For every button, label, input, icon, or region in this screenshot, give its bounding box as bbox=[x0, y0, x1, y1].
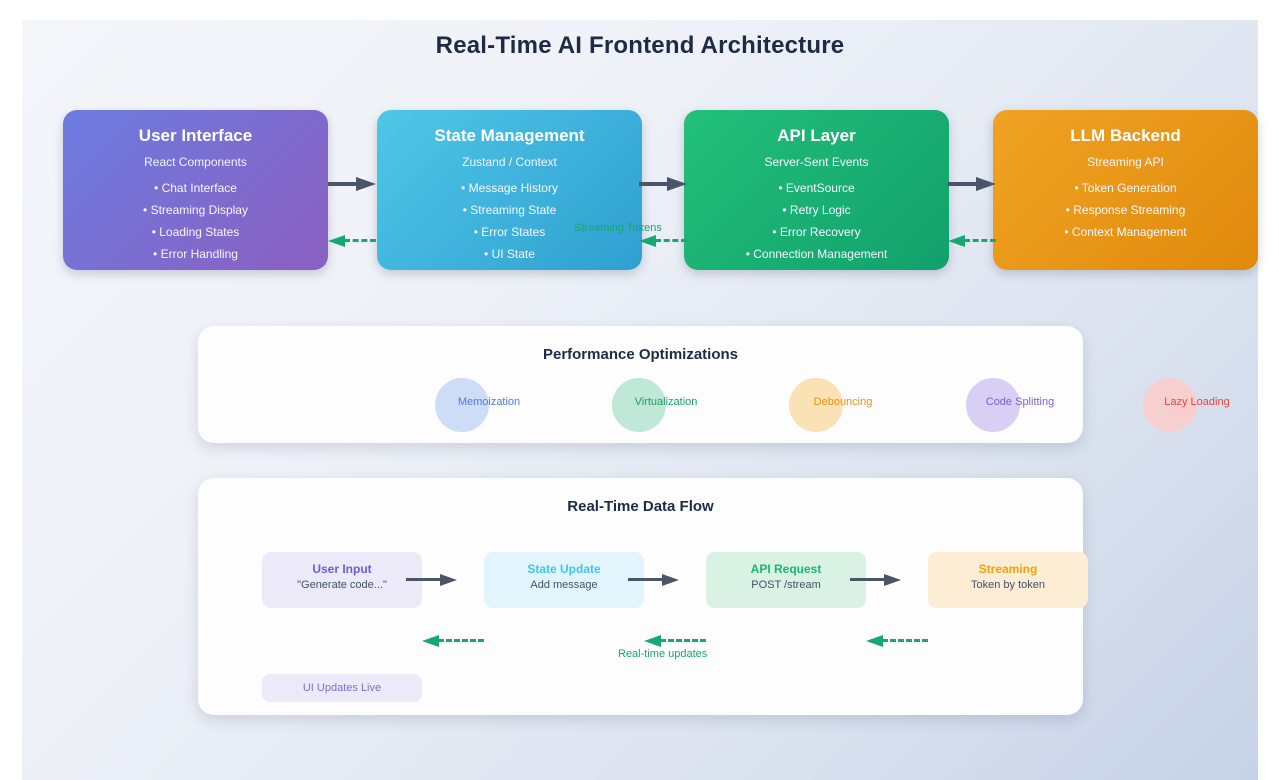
arch-box-item: • Chat Interface bbox=[154, 181, 237, 195]
optimization-circle-lazy-loading[interactable] bbox=[1143, 378, 1197, 432]
arrow-shaft bbox=[438, 639, 484, 642]
arrow-head bbox=[422, 635, 439, 647]
arch-box-title: State Management bbox=[434, 126, 585, 145]
arrow-shaft bbox=[964, 239, 996, 242]
arch-box-item: • Context Management bbox=[1064, 225, 1187, 239]
optimization-label-lazy-loading: Lazy Loading bbox=[1164, 396, 1230, 408]
streaming-tokens-label: Streaming Tokens bbox=[574, 222, 662, 234]
arrow-head bbox=[644, 635, 661, 647]
optimization-label-memoization: Memoization bbox=[457, 396, 521, 408]
arrow-shaft bbox=[639, 182, 671, 186]
arch-box-subtitle: Zustand / Context bbox=[462, 155, 557, 169]
flow-card-api-request[interactable]: API Request POST /stream bbox=[706, 552, 866, 608]
panel-title: Real-Time Data Flow bbox=[567, 498, 714, 515]
arch-box-item: • Loading States bbox=[151, 225, 240, 239]
arrow-right-icon bbox=[328, 177, 376, 191]
arrow-head bbox=[328, 235, 345, 247]
arrow-head bbox=[866, 635, 883, 647]
arch-box-item: • Token Generation bbox=[1074, 181, 1177, 195]
arrow-left-dashed-icon bbox=[644, 635, 706, 647]
arrow-right-icon bbox=[406, 574, 460, 586]
arrow-shaft bbox=[850, 578, 888, 581]
realtime-data-flow-panel: Real-Time Data Flow User Input "Generate… bbox=[198, 478, 1088, 715]
arrow-left-dashed-icon bbox=[639, 235, 687, 247]
page-title: Real-Time AI Frontend Architecture bbox=[435, 32, 845, 59]
performance-optimizations-panel: Performance Optimizations Memoization Vi… bbox=[198, 326, 1230, 443]
arrow-shaft bbox=[948, 182, 980, 186]
arrow-head bbox=[662, 574, 679, 586]
arch-box-item: • UI State bbox=[484, 247, 535, 261]
arch-box-item: • Error Handling bbox=[153, 247, 238, 261]
panel-title: Performance Optimizations bbox=[542, 346, 739, 363]
arrow-shaft bbox=[328, 182, 360, 186]
arrow-shaft bbox=[628, 578, 666, 581]
flow-card-title: API Request bbox=[750, 562, 822, 576]
arch-box-item: • Streaming Display bbox=[143, 203, 248, 217]
arch-box-title: API Layer bbox=[777, 126, 856, 145]
flow-card-state-update[interactable]: State Update Add message bbox=[484, 552, 644, 608]
optimization-circle-debouncing[interactable] bbox=[789, 378, 843, 432]
arch-box-subtitle: React Components bbox=[144, 155, 247, 169]
arrow-head bbox=[639, 235, 656, 247]
arrow-head bbox=[948, 235, 965, 247]
arch-box-title: User Interface bbox=[138, 126, 253, 145]
arch-box-item: • Error States bbox=[473, 225, 546, 239]
arrow-right-icon bbox=[639, 177, 687, 191]
arch-box-api-layer[interactable]: API Layer Server-Sent Events • EventSour… bbox=[684, 110, 949, 270]
diagram-canvas: Real-Time AI Frontend Architecture User … bbox=[22, 20, 1258, 780]
optimization-circle-memoization[interactable] bbox=[435, 378, 489, 432]
arrow-head bbox=[356, 177, 376, 191]
realtime-updates-label: Real-time updates bbox=[618, 648, 708, 660]
arch-box-subtitle: Server-Sent Events bbox=[764, 155, 869, 169]
arch-box-item: • Response Streaming bbox=[1065, 203, 1186, 217]
flow-card-streaming[interactable]: Streaming Token by token bbox=[928, 552, 1088, 608]
arrow-head bbox=[440, 574, 457, 586]
optimization-label-code-splitting: Code Splitting bbox=[985, 396, 1055, 408]
arrow-shaft bbox=[660, 639, 706, 642]
arch-box-llm-backend[interactable]: LLM Backend Streaming API • Token Genera… bbox=[993, 110, 1258, 270]
arch-box-item: • Error Recovery bbox=[772, 225, 861, 239]
arrow-left-dashed-icon bbox=[328, 235, 376, 247]
flow-card-user-input[interactable]: User Input "Generate code..." bbox=[262, 552, 422, 608]
arrow-right-icon bbox=[948, 177, 996, 191]
arch-box-title: LLM Backend bbox=[1070, 126, 1181, 145]
ui-updates-live-badge[interactable]: UI Updates Live bbox=[262, 674, 422, 702]
arrow-head bbox=[976, 177, 996, 191]
arrow-right-icon bbox=[850, 574, 904, 586]
flow-card-title: State Update bbox=[527, 562, 601, 576]
optimization-circle-virtualization[interactable] bbox=[612, 378, 666, 432]
arch-box-subtitle: Streaming API bbox=[1087, 155, 1164, 169]
arch-box-item: • Message History bbox=[461, 181, 558, 195]
arrow-shaft bbox=[344, 239, 376, 242]
flow-card-subtitle: Add message bbox=[530, 579, 598, 591]
arch-box-item: • Connection Management bbox=[745, 247, 888, 261]
arch-box-state-management[interactable]: State Management Zustand / Context • Mes… bbox=[377, 110, 642, 270]
arrow-shaft bbox=[655, 239, 687, 242]
arrow-shaft bbox=[406, 578, 444, 581]
arrow-left-dashed-icon bbox=[866, 635, 928, 647]
flow-card-title: User Input bbox=[312, 562, 372, 576]
arch-box-item: • Streaming State bbox=[462, 203, 557, 217]
flow-card-title: Streaming bbox=[978, 562, 1038, 576]
flow-card-subtitle: "Generate code..." bbox=[297, 579, 387, 591]
arrow-head bbox=[884, 574, 901, 586]
arch-box-user-interface[interactable]: User Interface React Components • Chat I… bbox=[63, 110, 328, 270]
arrow-shaft bbox=[882, 639, 928, 642]
arch-box-item: • Retry Logic bbox=[782, 203, 851, 217]
arrow-right-icon bbox=[628, 574, 682, 586]
optimization-label-virtualization: Virtualization bbox=[634, 396, 698, 408]
flow-card-subtitle: Token by token bbox=[971, 579, 1045, 591]
arrow-head bbox=[667, 177, 687, 191]
arrow-left-dashed-icon bbox=[948, 235, 996, 247]
optimization-circle-code-splitting[interactable] bbox=[966, 378, 1020, 432]
flow-card-subtitle: POST /stream bbox=[751, 579, 821, 591]
optimization-label-debouncing: Debouncing bbox=[813, 396, 873, 408]
arch-box-item: • EventSource bbox=[778, 181, 855, 195]
arrow-left-dashed-icon bbox=[422, 635, 484, 647]
